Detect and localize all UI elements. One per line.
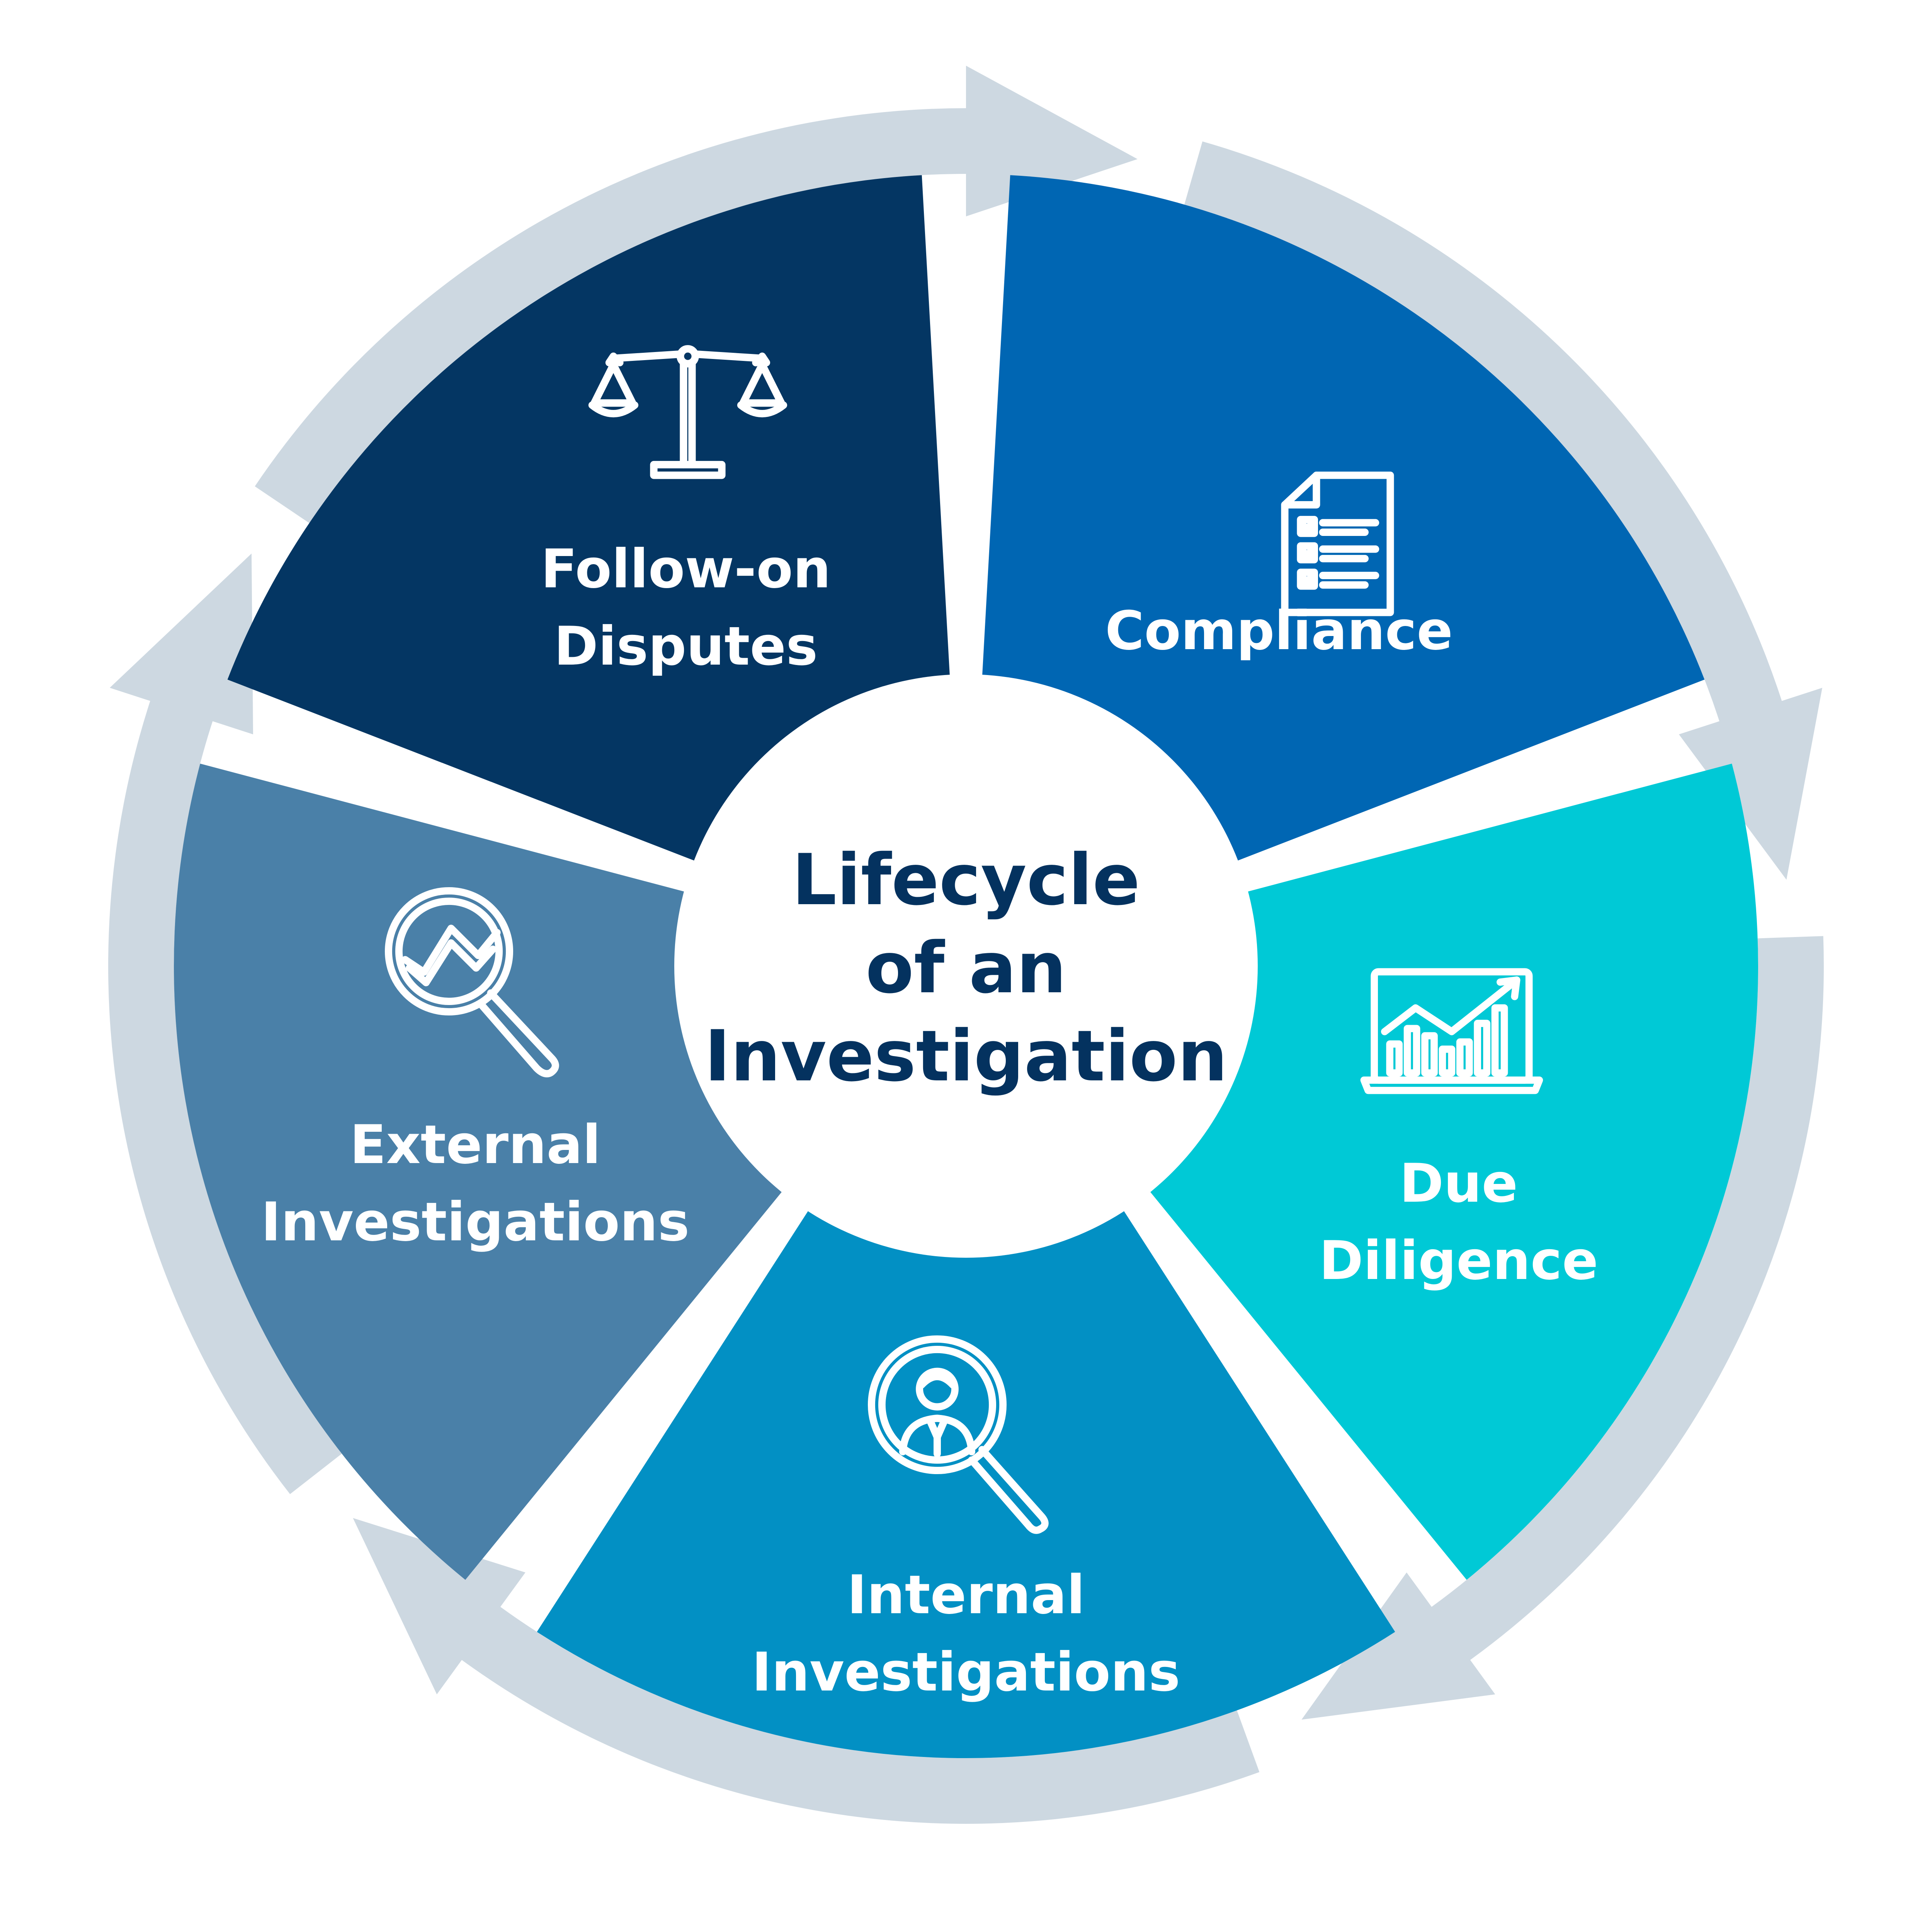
segment-due-diligence-label-1: Due	[1400, 1152, 1518, 1214]
cycle-arrow-5	[255, 66, 1138, 523]
segment-internal-investigations-content: Internal Investigations	[752, 1335, 1180, 1703]
cycle-segments	[173, 175, 1759, 1759]
segment-due-diligence-content: Due Diligence	[1319, 968, 1598, 1292]
segment-internal-investigations-label-1: Internal	[847, 1564, 1085, 1626]
center-title-line-2: of an	[866, 927, 1066, 1009]
segment-internal-investigations	[537, 1206, 1395, 1759]
center-title-line-1: Lifecycle	[792, 839, 1140, 921]
segment-compliance	[982, 175, 1705, 863]
segment-follow-on-disputes	[227, 175, 950, 863]
cycle-arrow-4	[108, 553, 342, 1494]
segment-external-investigations-label-2: Investigations	[261, 1191, 690, 1253]
checklist-document-icon	[1281, 471, 1394, 616]
scales-icon	[588, 345, 787, 479]
laptop-chart-icon	[1360, 968, 1543, 1094]
segment-due-diligence-label-2: Diligence	[1319, 1230, 1598, 1292]
segment-external-investigations-content: External Investigations	[261, 887, 690, 1253]
segment-follow-on-disputes-content: Follow-on Disputes	[541, 345, 831, 677]
magnifier-person-icon	[867, 1335, 1049, 1534]
segment-compliance-label-1: Compliance	[1105, 600, 1453, 662]
center-circle	[674, 674, 1258, 1258]
segment-external-investigations-label-1: External	[350, 1114, 601, 1176]
segment-external-investigations	[173, 764, 786, 1580]
center-title-line-3: Investigation	[704, 1015, 1228, 1097]
segment-compliance-content: Compliance	[1105, 471, 1453, 662]
segment-follow-on-disputes-label-1: Follow-on	[541, 538, 831, 600]
segment-internal-investigations-label-2: Investigations	[752, 1641, 1180, 1703]
cycle-arrow-1	[1184, 141, 1822, 880]
cycle-arrow-2	[1301, 936, 1824, 1720]
magnifier-chart-icon	[384, 887, 559, 1078]
segment-follow-on-disputes-label-2: Disputes	[554, 615, 818, 677]
segment-due-diligence	[1146, 764, 1759, 1580]
